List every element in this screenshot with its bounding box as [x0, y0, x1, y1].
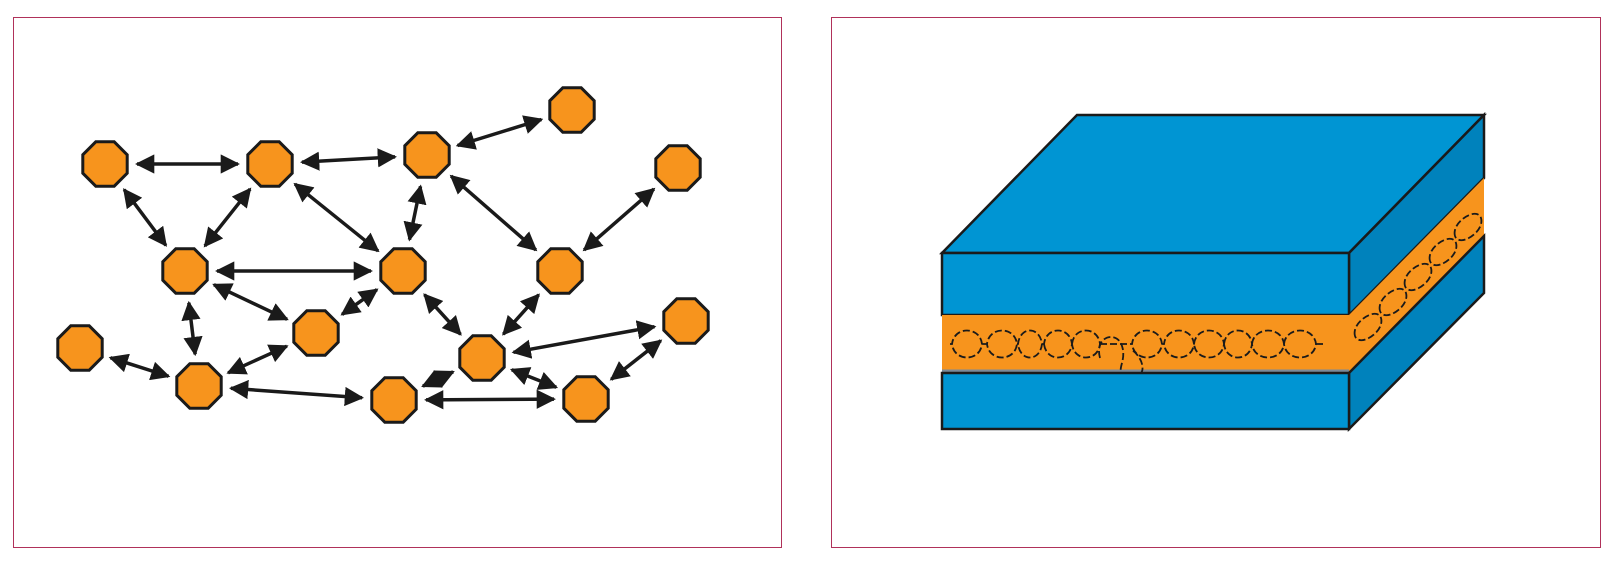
particle-node — [548, 86, 596, 134]
particle-node — [562, 375, 610, 423]
arrow-link — [609, 339, 663, 381]
arrow-link — [509, 367, 559, 390]
layered-slab-panel — [831, 17, 1601, 548]
arrow-link — [300, 148, 397, 171]
arrow-link — [424, 389, 556, 410]
interlayer-front-face — [942, 315, 1349, 373]
particle-node — [379, 247, 427, 295]
particle-network-panel — [13, 17, 782, 548]
particle-node — [654, 144, 702, 192]
arrow-link — [226, 344, 289, 375]
top-slab-front-face — [940, 251, 1351, 317]
particle-node — [81, 140, 129, 188]
arrow-link — [122, 188, 168, 247]
wavy-linker — [1098, 336, 1144, 377]
particle-node — [246, 140, 294, 188]
polymer-chains — [950, 212, 1483, 377]
particle-node — [370, 376, 418, 424]
arrow-link — [108, 353, 171, 381]
particle-node — [56, 324, 104, 372]
interlayer-side-face — [1349, 178, 1484, 373]
particle-node — [175, 362, 223, 410]
particle-network-diagram — [56, 86, 710, 424]
particle-node — [662, 297, 710, 345]
arrow-links — [108, 115, 663, 410]
arrow-link — [502, 293, 540, 336]
arrow-link — [582, 187, 656, 252]
arrow-link — [423, 293, 462, 336]
particle-node — [161, 247, 209, 295]
arrow-link — [449, 174, 538, 252]
side-chain — [1353, 212, 1483, 342]
particle-node — [536, 247, 584, 295]
arrow-link — [421, 370, 455, 388]
particle-node — [292, 309, 340, 357]
arrow-link — [403, 184, 427, 242]
arrow-link — [511, 320, 657, 359]
particle-nodes — [56, 86, 710, 424]
arrow-link — [455, 115, 544, 150]
arrow-link — [228, 379, 365, 407]
particle-node — [403, 131, 451, 179]
bottom-slab-front-face — [940, 371, 1351, 431]
arrow-link — [212, 283, 289, 321]
arrow-link — [181, 300, 203, 357]
arrow-link — [340, 288, 379, 316]
particle-node — [458, 334, 506, 382]
arrow-link — [293, 182, 380, 253]
arrow-link — [203, 187, 252, 248]
layered-slab-diagram — [939, 111, 1487, 433]
